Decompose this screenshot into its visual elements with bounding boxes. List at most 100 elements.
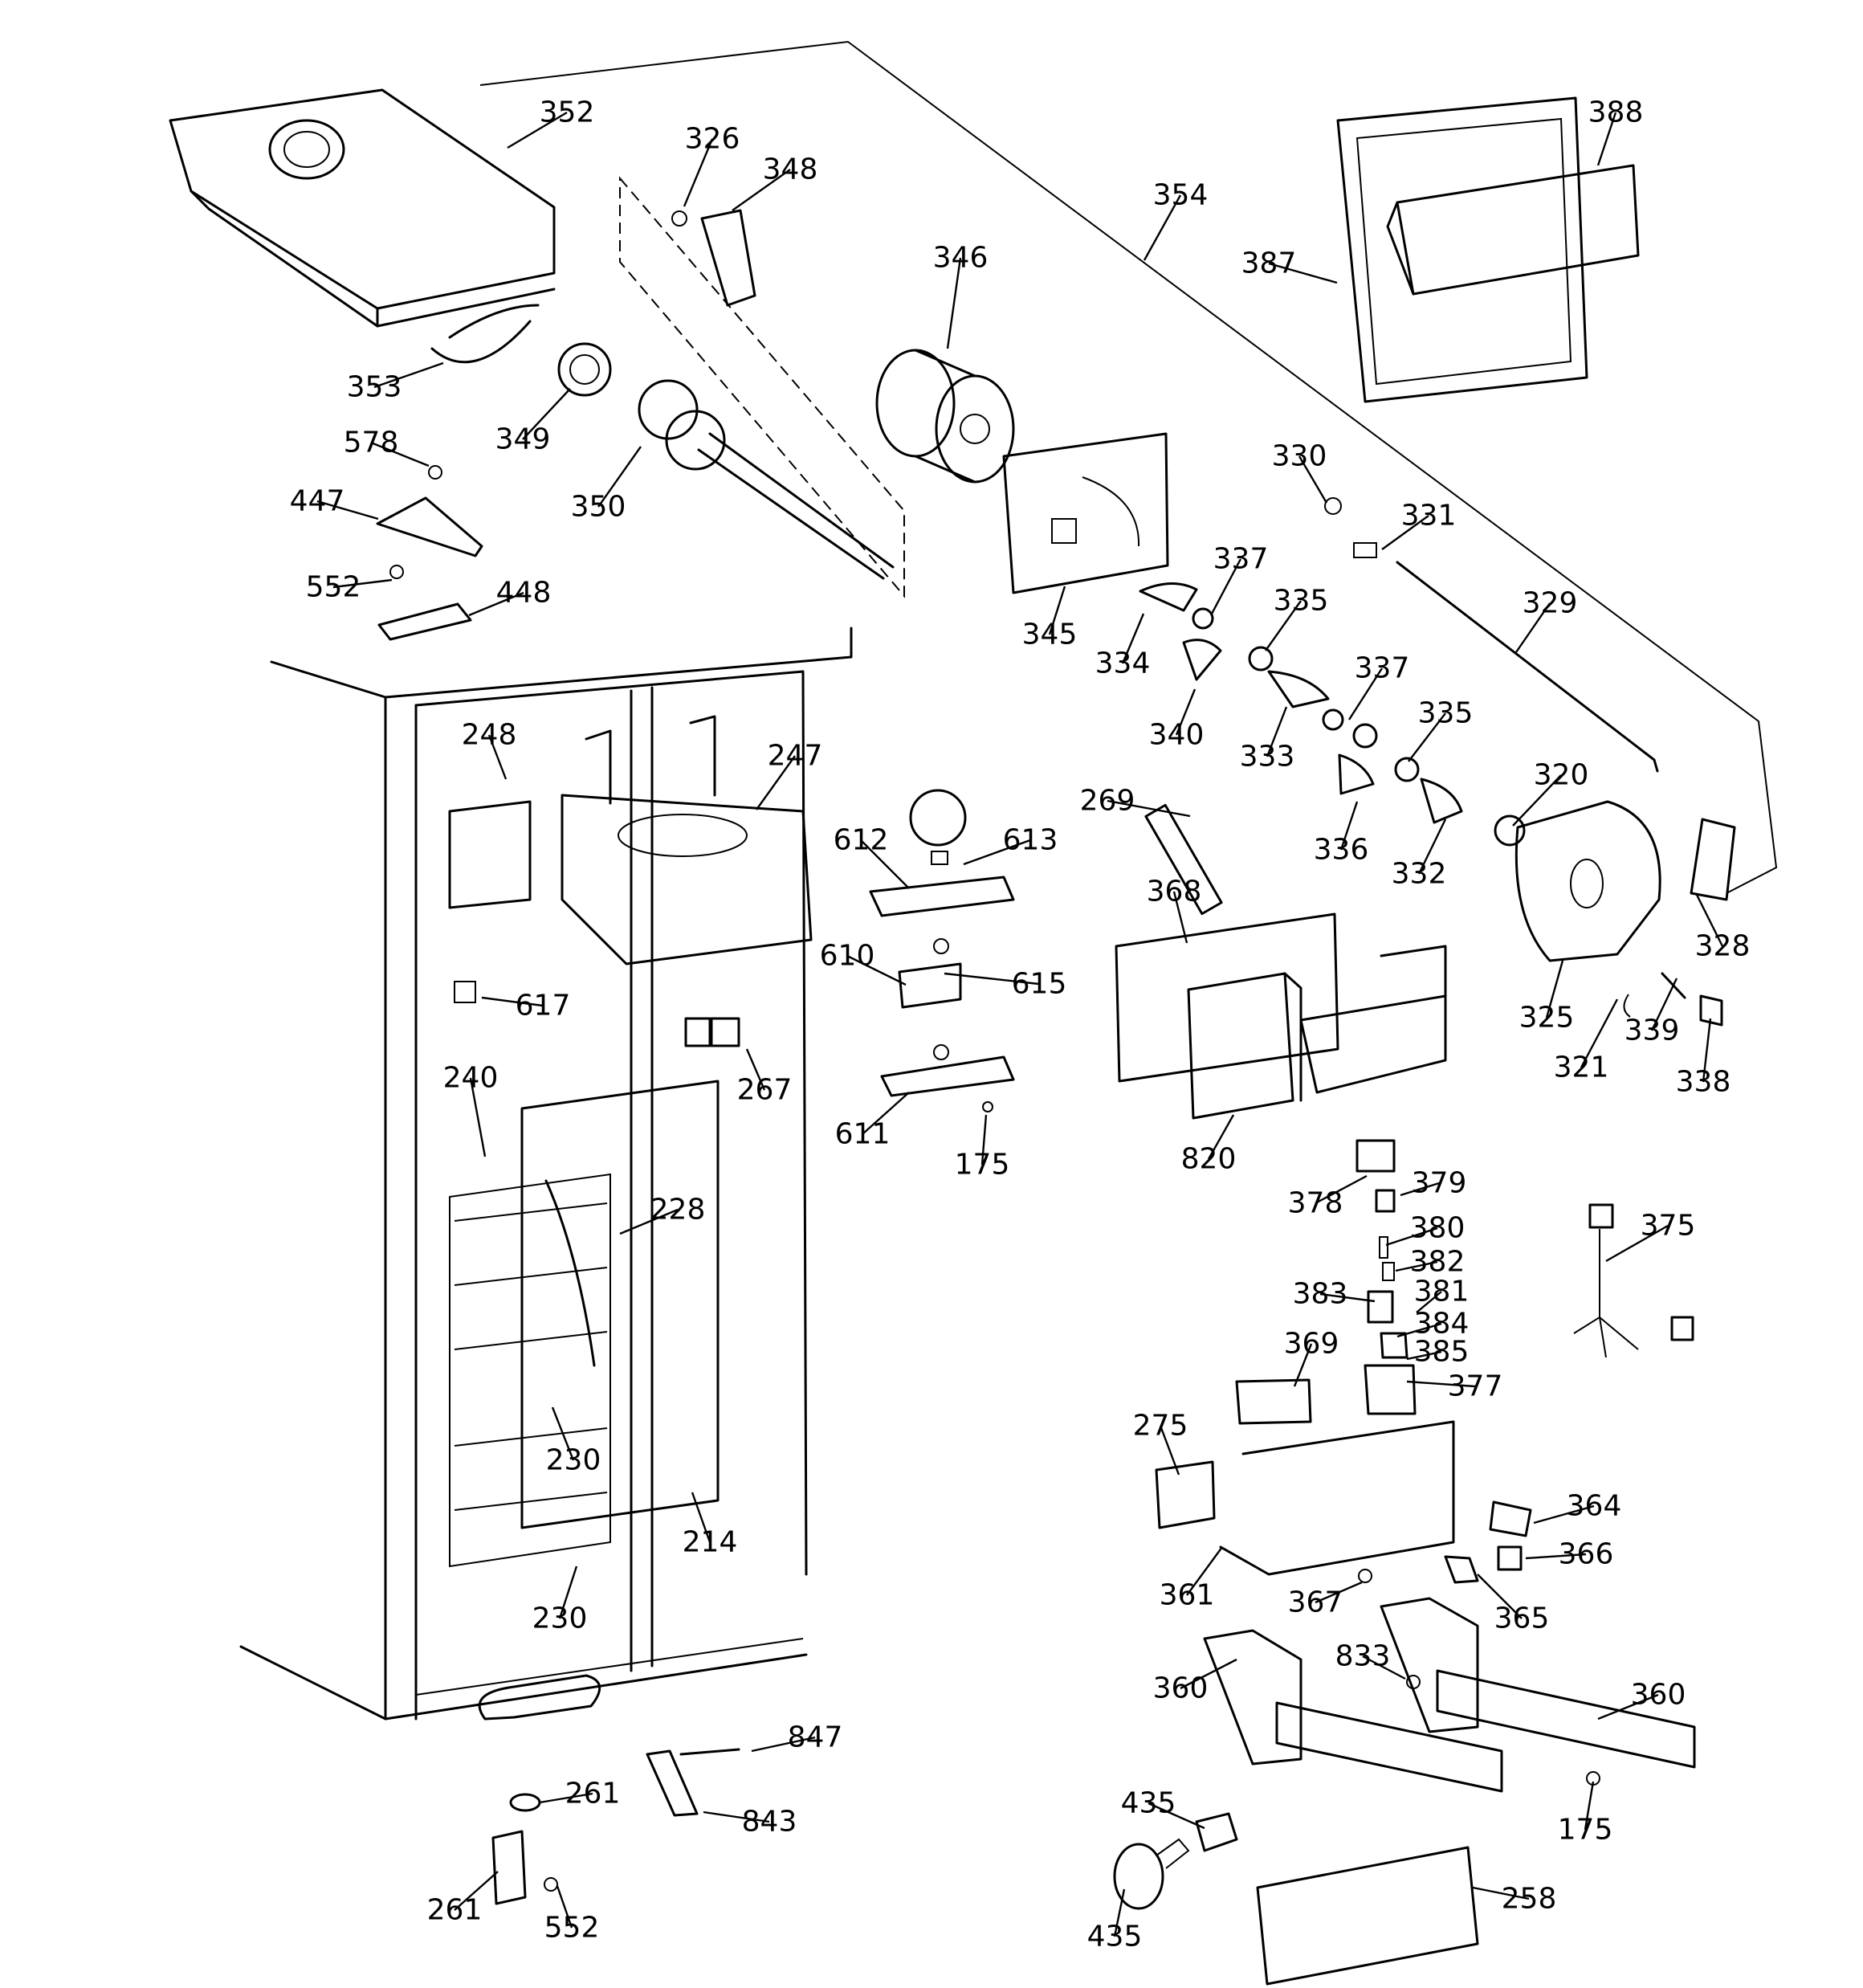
callout-leader-354 <box>1143 194 1182 261</box>
part-callout-335: 335 <box>1418 697 1474 730</box>
callout-leader-337 <box>1347 667 1384 720</box>
callout-leader-368 <box>1172 891 1188 944</box>
callout-leader-326 <box>683 138 714 207</box>
callout-leader-350 <box>597 446 642 508</box>
part-callout-610: 610 <box>820 940 875 973</box>
callout-leader-552 <box>556 1885 573 1929</box>
part-callout-332: 332 <box>1392 858 1447 891</box>
part-callout-326: 326 <box>685 123 740 156</box>
part-callout-321: 321 <box>1554 1051 1609 1084</box>
callout-leader-230 <box>551 1406 575 1461</box>
part-callout-334: 334 <box>1095 647 1151 680</box>
callout-leader-348 <box>732 169 791 211</box>
callout-leader-335 <box>1408 712 1446 762</box>
cabinet <box>239 627 853 1721</box>
part-callout-379: 379 <box>1412 1167 1467 1200</box>
part-callout-353: 353 <box>347 371 402 404</box>
callout-leader-261 <box>454 1871 499 1911</box>
lamp-parts <box>1113 1812 1479 1986</box>
callout-leader-820 <box>1207 1114 1235 1160</box>
part-callout-230: 230 <box>532 1602 588 1635</box>
callout-leader-230 <box>558 1565 578 1619</box>
callout-leader-380 <box>1385 1227 1438 1247</box>
part-callout-269: 269 <box>1080 785 1135 818</box>
part-callout-611: 611 <box>835 1118 891 1151</box>
callout-leader-375 <box>1605 1224 1669 1263</box>
evaporator <box>449 1080 720 1568</box>
part-callout-847: 847 <box>788 1721 843 1754</box>
part-callout-366: 366 <box>1559 1538 1614 1571</box>
dispenser-frame <box>1336 96 1640 403</box>
callout-leader-331 <box>1381 515 1429 550</box>
part-callout-267: 267 <box>737 1074 793 1107</box>
callout-leader-847 <box>751 1736 816 1753</box>
part-callout-381: 381 <box>1414 1276 1470 1308</box>
part-callout-377: 377 <box>1448 1370 1503 1403</box>
callout-leader-340 <box>1175 688 1196 736</box>
part-callout-368: 368 <box>1147 876 1202 908</box>
callout-leader-345 <box>1048 586 1066 635</box>
callout-leader-335 <box>1265 600 1302 651</box>
dispenser-parts <box>1155 1139 1532 1584</box>
callout-leader-352 <box>507 111 568 149</box>
part-callout-364: 364 <box>1567 1490 1622 1523</box>
callout-leader-364 <box>1533 1504 1595 1525</box>
callout-leader-248 <box>487 734 508 780</box>
part-callout-331: 331 <box>1401 500 1457 533</box>
callout-leader-175 <box>980 1114 988 1165</box>
callout-leader-448 <box>468 591 524 617</box>
part-callout-330: 330 <box>1272 440 1327 473</box>
part-callout-435: 435 <box>1087 1921 1143 1953</box>
callout-leader-361 <box>1186 1546 1223 1596</box>
icemaker <box>1115 803 1447 1120</box>
callout-leader-833 <box>1362 1655 1406 1680</box>
part-callout-367: 367 <box>1288 1586 1343 1619</box>
callout-leader-447 <box>316 500 379 520</box>
callout-leader-334 <box>1121 613 1145 664</box>
wire-harness <box>1573 1203 1694 1358</box>
callout-leader-258 <box>1472 1886 1530 1900</box>
part-callout-382: 382 <box>1410 1246 1466 1279</box>
callout-leader-330 <box>1298 455 1328 504</box>
part-callout-261: 261 <box>565 1778 621 1810</box>
part-callout-339: 339 <box>1625 1014 1680 1047</box>
callout-leader-328 <box>1694 892 1724 947</box>
callout-leader-381 <box>1416 1291 1442 1313</box>
ice-bucket <box>169 88 556 364</box>
part-callout-613: 613 <box>1003 824 1058 857</box>
part-callout-615: 615 <box>1012 968 1067 1001</box>
callout-leader-383 <box>1319 1292 1376 1303</box>
callout-leader-365 <box>1477 1574 1523 1619</box>
part-callout-435: 435 <box>1121 1787 1176 1820</box>
bottom-hardware <box>491 1748 740 1905</box>
part-callout-228: 228 <box>650 1194 706 1227</box>
callout-leader-247 <box>756 755 796 810</box>
callout-leader-325 <box>1545 960 1564 1018</box>
part-callout-833: 833 <box>1335 1640 1391 1673</box>
callout-leader-349 <box>522 388 571 440</box>
fan-housing <box>448 715 813 965</box>
part-callout-247: 247 <box>768 740 823 773</box>
part-callout-320: 320 <box>1534 759 1589 792</box>
part-callout-387: 387 <box>1241 247 1297 280</box>
part-callout-333: 333 <box>1240 741 1295 774</box>
part-callout-349: 349 <box>495 423 551 456</box>
icemaker-cams <box>1139 497 1659 824</box>
callout-leader-214 <box>691 1492 711 1543</box>
auger-group <box>557 176 905 598</box>
callout-leader-360 <box>1180 1658 1237 1690</box>
callout-leader-321 <box>1580 998 1619 1068</box>
auger-motor <box>875 349 1169 594</box>
part-callout-329: 329 <box>1523 587 1578 620</box>
part-callout-328: 328 <box>1695 930 1751 963</box>
callout-leader-378 <box>1315 1174 1368 1205</box>
part-callout-340: 340 <box>1149 719 1205 752</box>
part-callout-384: 384 <box>1414 1308 1470 1341</box>
callout-leader-353 <box>373 361 444 389</box>
part-callout-369: 369 <box>1284 1328 1339 1361</box>
callout-leader-336 <box>1339 801 1359 851</box>
callout-leader-384 <box>1396 1322 1442 1338</box>
part-callout-214: 214 <box>683 1526 738 1559</box>
